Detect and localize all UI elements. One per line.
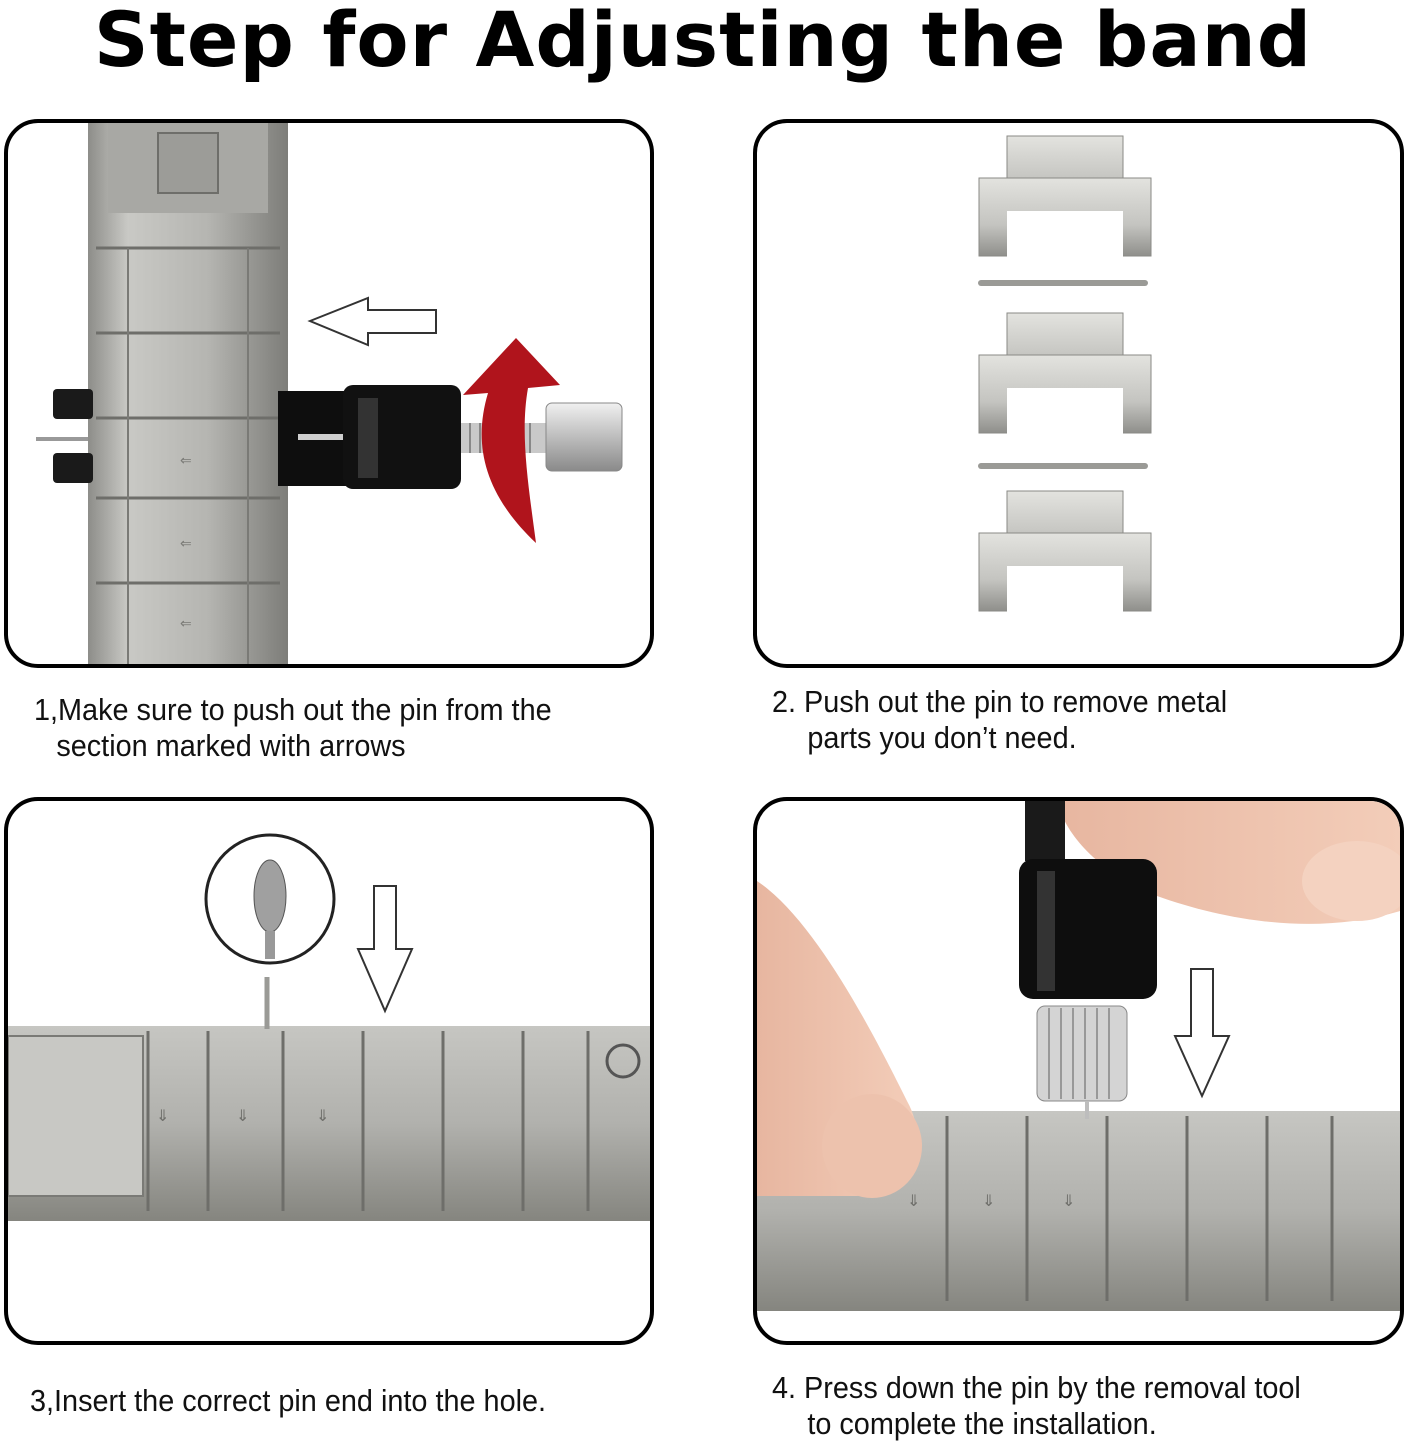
- svg-text:⇓: ⇓: [907, 1193, 920, 1210]
- svg-text:⇐: ⇐: [180, 615, 192, 631]
- svg-text:⇐: ⇐: [180, 535, 192, 551]
- vertical-band-with-tool: ⇐ ⇐ ⇐: [36, 123, 623, 664]
- step-1-caption-line-2: section marked with arrows: [56, 728, 406, 763]
- step-4-caption-line-1: 4. Press down the pin by the removal too…: [772, 1370, 1301, 1405]
- svg-text:⇓: ⇓: [316, 1108, 329, 1125]
- step-3-caption: 3,Insert the correct pin end into the ho…: [30, 1383, 546, 1419]
- horizontal-band-with-pin: ⇓ ⇓ ⇓: [8, 833, 650, 1221]
- step-1-caption-line-1: 1,Make sure to push out the pin from the: [34, 692, 552, 727]
- step-3-caption-line-1: 3,Insert the correct pin end into the ho…: [30, 1383, 547, 1418]
- step-1-caption: 1,Make sure to push out the pin from the…: [34, 692, 552, 764]
- svg-text:⇓: ⇓: [156, 1108, 169, 1125]
- pressing-pin-with-tool: ⇓ ⇓ ⇓: [757, 801, 1400, 1311]
- link-2: [978, 312, 1152, 434]
- svg-text:⇓: ⇓: [236, 1108, 249, 1125]
- step-3-illustration: ⇓ ⇓ ⇓: [4, 797, 654, 1345]
- step-2-illustration: [753, 119, 1404, 668]
- removed-links-and-pins: [978, 135, 1152, 612]
- page-title: Step for Adjusting the band: [93, 0, 1313, 84]
- svg-text:⇓: ⇓: [982, 1193, 995, 1210]
- svg-text:⇓: ⇓: [1062, 1193, 1075, 1210]
- step-2-caption-line-2: parts you don’t need.: [807, 720, 1077, 755]
- step-4-caption-line-2: to complete the installation.: [807, 1406, 1157, 1441]
- step-4-illustration: ⇓ ⇓ ⇓: [753, 797, 1404, 1345]
- svg-text:⇐: ⇐: [180, 452, 192, 468]
- step-2-caption-line-1: 2. Push out the pin to remove metal: [772, 684, 1228, 719]
- link-1: [978, 135, 1152, 257]
- step-1-illustration: ⇐ ⇐ ⇐: [4, 119, 654, 668]
- link-3: [978, 490, 1152, 612]
- step-4-caption: 4. Press down the pin by the removal too…: [772, 1370, 1301, 1442]
- step-2-caption: 2. Push out the pin to remove metal part…: [772, 684, 1227, 756]
